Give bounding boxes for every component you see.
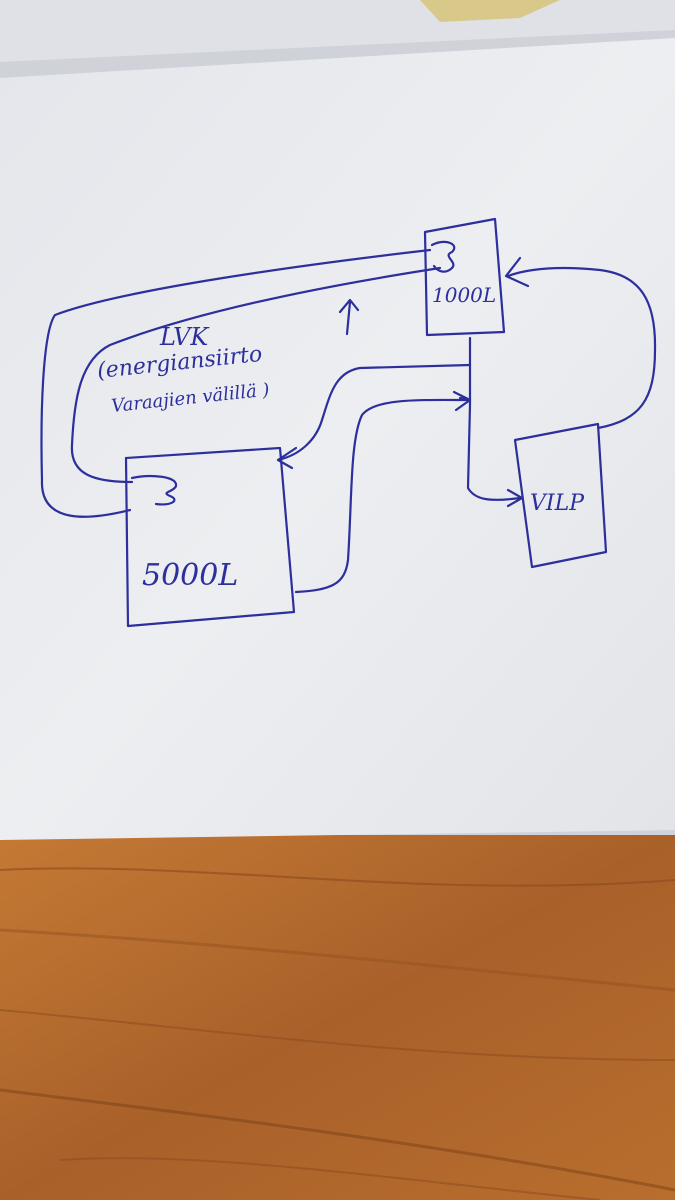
lvk-loop-outer [40, 248, 432, 518]
arrow-into-large-tank [276, 446, 298, 470]
large-tank-label: 5000L [142, 558, 238, 593]
paper-sheet [0, 38, 675, 840]
pipe-to-large-tank-upper [276, 363, 472, 462]
upward-arrow [338, 298, 360, 336]
small-tank-outline [423, 217, 506, 337]
annotation-line-1: LVK [159, 323, 210, 351]
pipe-small-tank-to-heat-pump [466, 336, 522, 501]
small-tank-label: 1000L [432, 283, 496, 307]
heat-pump-outline [513, 422, 608, 569]
arrow-into-heat-pump [506, 488, 524, 508]
arrow-into-small-tank [504, 256, 530, 288]
pipe-from-large-tank-lower [294, 398, 472, 594]
wooden-table [0, 835, 675, 1200]
small-tank-coil [430, 240, 456, 273]
large-tank-coil [130, 475, 178, 506]
hand-drawn-diagram [40, 217, 657, 628]
pipe-heat-pump-to-small-tank [506, 266, 657, 430]
large-tank-outline [124, 446, 296, 628]
lvk-loop-inner [70, 266, 442, 484]
heat-pump-label: VILP [530, 491, 585, 516]
